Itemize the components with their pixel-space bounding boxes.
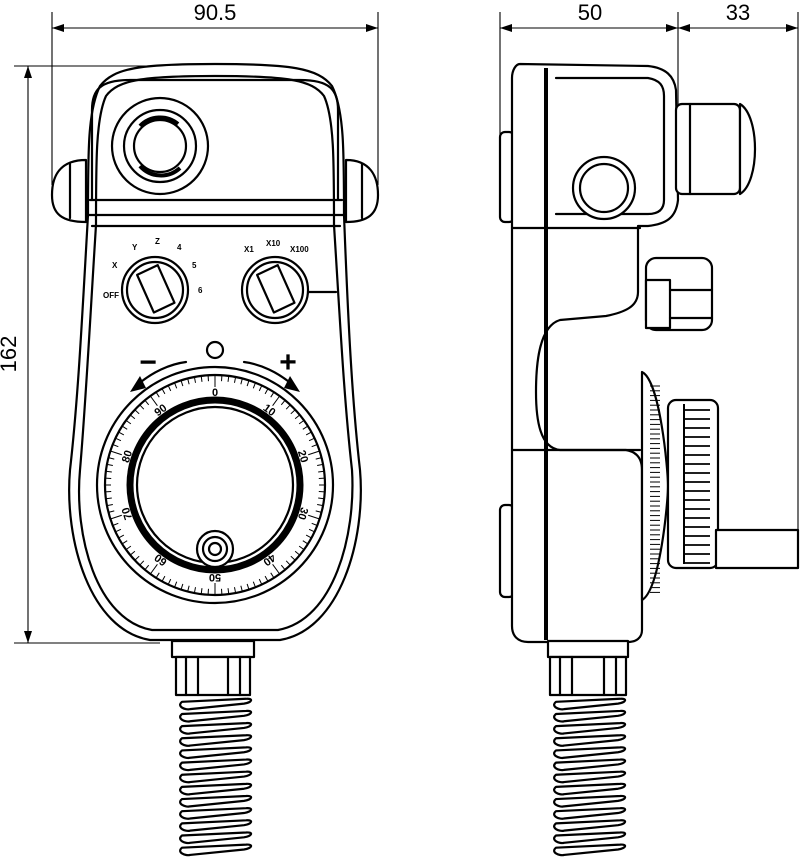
front-cable-spring xyxy=(179,697,253,857)
step-label-x100: X100 xyxy=(290,245,309,254)
side-cable-spring xyxy=(553,697,627,857)
front-view: X Y Z 4 5 6 OFF X1 X10 X100 − + xyxy=(50,62,380,857)
axis-label-4: 4 xyxy=(177,243,182,252)
side-cable-gland xyxy=(546,639,630,697)
led-indicator xyxy=(205,340,225,360)
minus-sign: − xyxy=(139,346,157,379)
dimension-height: 162 xyxy=(0,65,160,644)
wheel-depth-label: 33 xyxy=(726,0,750,25)
emergency-stop-button xyxy=(110,96,210,196)
axis-label-z: Z xyxy=(155,237,160,246)
side-view xyxy=(498,62,800,857)
axis-label-off: OFF xyxy=(103,291,119,300)
axis-selector-knob: X Y Z 4 5 6 OFF xyxy=(103,237,203,325)
knob-side-profile xyxy=(644,256,714,332)
axis-label-x: X xyxy=(112,261,118,270)
dial-scale-ticks xyxy=(105,375,325,595)
side-handwheel xyxy=(640,370,800,602)
front-cable-gland xyxy=(170,639,256,697)
front-width-label: 90.5 xyxy=(194,0,237,25)
crank-handle-side xyxy=(714,528,800,570)
height-label: 162 xyxy=(0,336,21,373)
axis-label-5: 5 xyxy=(192,261,197,270)
emergency-stop-side-profile xyxy=(674,102,756,196)
plus-sign: + xyxy=(279,346,297,379)
axis-label-y: Y xyxy=(132,243,138,252)
side-body xyxy=(510,62,680,644)
dial-number-0: 0 xyxy=(212,387,218,399)
axis-label-6: 6 xyxy=(198,286,203,295)
step-label-x10: X10 xyxy=(266,239,281,248)
front-handwheel: 0 10 20 30 40 50 60 70 80 90 xyxy=(95,365,335,605)
dimension-side-depth: 50 33 xyxy=(499,0,799,530)
side-depth-label: 50 xyxy=(578,0,602,25)
step-selector-knob: X1 X10 X100 xyxy=(240,239,338,325)
step-label-x1: X1 xyxy=(244,245,254,254)
side-round-button xyxy=(571,155,637,221)
dimension-front-width: 90.5 xyxy=(51,0,379,185)
handwheel-crank-knob xyxy=(195,529,235,569)
dial-number-50: 50 xyxy=(209,571,221,583)
